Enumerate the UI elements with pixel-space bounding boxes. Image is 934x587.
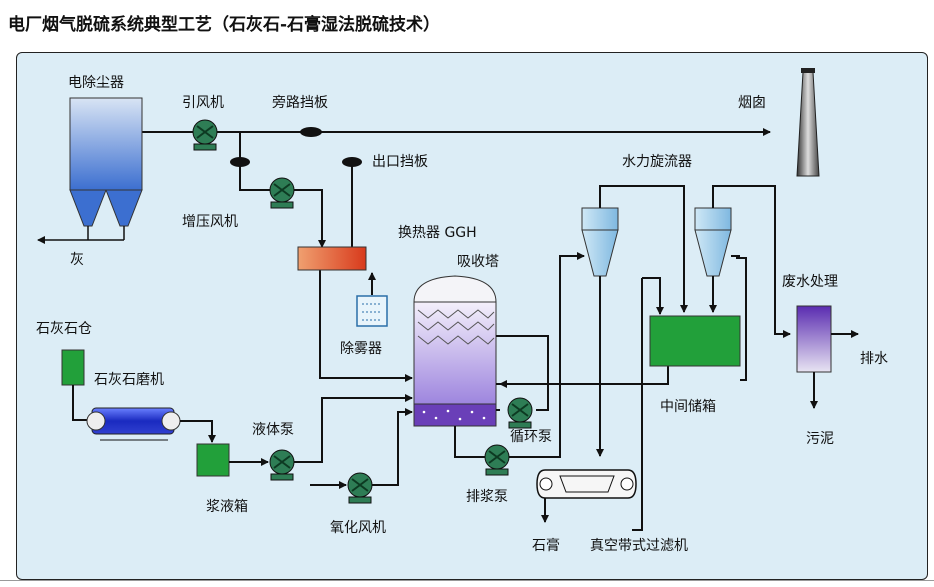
id-fan-icon: [192, 119, 218, 151]
label-id-fan: 引风机: [182, 95, 224, 111]
wastewater-treatment: [796, 305, 859, 409]
limestone-mill: [86, 407, 216, 443]
label-ash: 灰: [70, 252, 84, 268]
label-slurry-tank: 浆液箱: [206, 499, 248, 515]
label-vacuum-filter: 真空带式过滤机: [590, 538, 688, 554]
label-hydrocyclone: 水力旋流器: [622, 154, 692, 170]
label-ggh: 换热器 GGH: [398, 225, 477, 241]
page-title: 电厂烟气脱硫系统典型工艺（石灰石-石膏湿法脱硫技术）: [8, 15, 441, 35]
label-wastewater: 废水处理: [782, 274, 838, 290]
label-limestone-silo: 石灰石仓: [36, 321, 92, 337]
label-intermediate-tank: 中间储箱: [660, 399, 716, 415]
label-limestone-mill: 石灰石磨机: [94, 372, 164, 388]
label-chimney: 烟囱: [738, 95, 766, 111]
outlet-damper-icon: [342, 157, 362, 167]
booster-damper-icon: [230, 157, 250, 167]
liquid-pump-icon: [269, 449, 295, 481]
divider: [0, 580, 934, 581]
label-precipitator: 电除尘器: [68, 75, 124, 91]
label-drain: 排水: [860, 351, 888, 367]
discharge-pump-icon: [484, 444, 510, 476]
oxidation-fan-icon: [347, 472, 373, 504]
demister-icon: [356, 295, 388, 327]
absorber-tower: [413, 275, 497, 427]
hydrocyclone-2: [694, 207, 732, 277]
label-oxidation-fan: 氧化风机: [330, 520, 386, 536]
label-sludge: 污泥: [806, 431, 834, 447]
label-liquid-pump: 液体泵: [252, 422, 294, 438]
chimney-icon: [796, 68, 820, 177]
label-discharge-pump: 排浆泵: [466, 489, 508, 505]
label-demister: 除雾器: [340, 341, 382, 357]
vacuum-belt-filter: [536, 469, 637, 523]
label-recirc-pump: 循环泵: [510, 429, 552, 445]
recirculation-pump-icon: [507, 397, 533, 429]
label-outlet-damper: 出口挡板: [372, 154, 428, 170]
electrostatic-precipitator: [37, 97, 143, 244]
label-gypsum: 石膏: [532, 538, 560, 554]
hydrocyclone-1: [581, 207, 619, 277]
limestone-silo: [61, 349, 85, 386]
intermediate-tank: [649, 315, 741, 367]
booster-fan-icon: [269, 177, 295, 209]
ggh-heat-exchanger: [297, 246, 367, 271]
label-booster-fan: 增压风机: [182, 214, 238, 230]
bypass-damper-icon: [300, 127, 322, 137]
label-bypass-damper: 旁路挡板: [272, 95, 328, 111]
slurry-tank: [196, 443, 230, 477]
label-absorber: 吸收塔: [457, 254, 499, 270]
